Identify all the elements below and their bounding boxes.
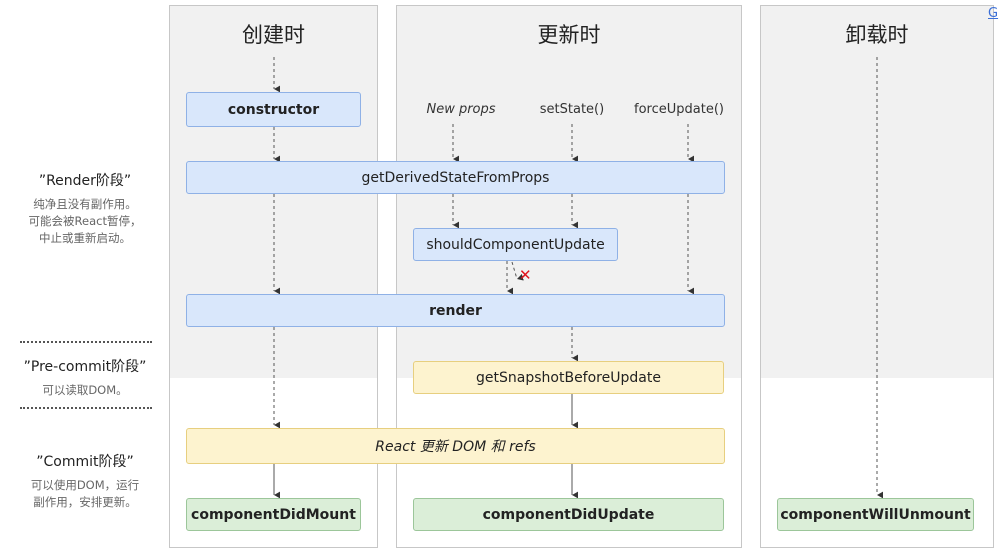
constructor-box[interactable]: constructor bbox=[186, 92, 361, 127]
component-did-update-box[interactable]: componentDidUpdate bbox=[413, 498, 724, 531]
render-phase-desc-line: 可能会被React暂停， bbox=[28, 214, 142, 228]
commit-phase-desc-line: 可以使用DOM，运行 bbox=[30, 478, 140, 492]
precommit-phase-name: ”Pre-commit阶段” bbox=[23, 359, 147, 375]
cancel-icon: ✕ bbox=[519, 266, 532, 284]
phase-divider bbox=[20, 341, 152, 343]
component-will-unmount-box[interactable]: componentWillUnmount bbox=[777, 498, 974, 531]
trigger-force-update: forceUpdate() bbox=[634, 102, 724, 117]
trigger-new-props: New props bbox=[426, 102, 496, 117]
update-column-title: 更新时 bbox=[537, 23, 601, 47]
component-did-mount-box[interactable]: componentDidMount bbox=[186, 498, 361, 531]
precommit-phase-desc-line: 可以读取DOM。 bbox=[42, 383, 128, 397]
corner-link[interactable]: G bbox=[988, 6, 999, 21]
unmount-column-title: 卸载时 bbox=[845, 23, 909, 47]
unmount-column bbox=[760, 5, 994, 548]
trigger-set-state: setState() bbox=[539, 102, 605, 117]
render-box[interactable]: render bbox=[186, 294, 725, 327]
get-snapshot-box[interactable]: getSnapshotBeforeUpdate bbox=[413, 361, 724, 394]
render-phase-name: ”Render阶段” bbox=[38, 173, 132, 189]
render-phase-label: ”Render阶段” 纯净且没有副作用。 可能会被React暂停， 中止或重新启… bbox=[0, 170, 170, 247]
arrow-should-cancel bbox=[511, 261, 517, 279]
render-phase-desc-line: 纯净且没有副作用。 bbox=[33, 197, 137, 211]
precommit-phase-label: ”Pre-commit阶段” 可以读取DOM。 bbox=[0, 356, 170, 399]
phase-divider bbox=[20, 407, 152, 409]
render-phase-desc-line: 中止或重新启动。 bbox=[39, 231, 131, 245]
mount-column-title: 创建时 bbox=[242, 23, 305, 47]
react-update-dom-box[interactable]: React 更新 DOM 和 refs bbox=[186, 428, 725, 464]
get-derived-state-box[interactable]: getDerivedStateFromProps bbox=[186, 161, 725, 194]
commit-phase-name: ”Commit阶段” bbox=[36, 454, 134, 470]
commit-phase-label: ”Commit阶段” 可以使用DOM，运行 副作用，安排更新。 bbox=[0, 451, 170, 511]
should-component-update-box[interactable]: shouldComponentUpdate bbox=[413, 228, 618, 261]
commit-phase-desc-line: 副作用，安排更新。 bbox=[33, 495, 137, 509]
